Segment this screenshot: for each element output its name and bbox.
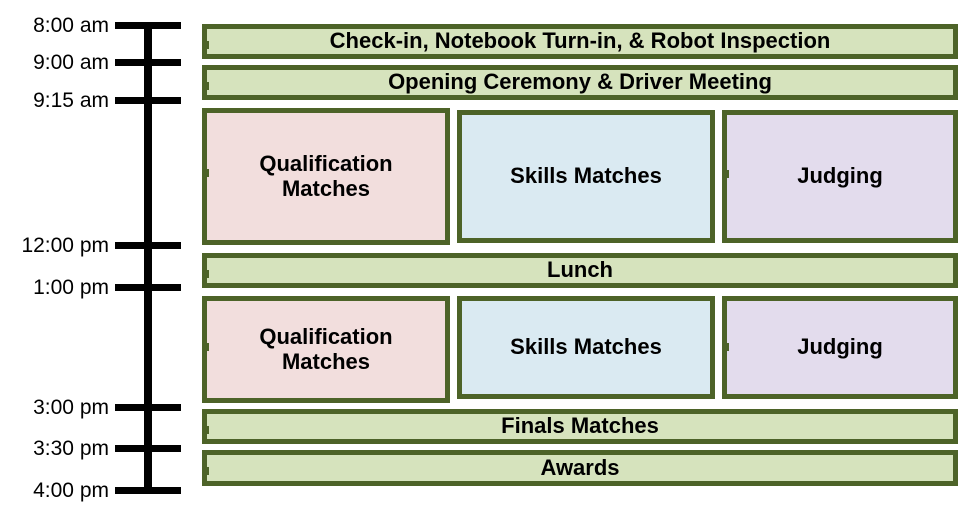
axis-tick-label: 12:00 pm [21,233,109,257]
block-edge-nub [207,270,209,278]
axis-tick-label: 1:00 pm [33,275,109,299]
axis-tick-label: 9:15 am [33,88,109,112]
axis-tick-mark [115,96,181,104]
schedule-block-label: Opening Ceremony & Driver Meeting [388,69,772,95]
schedule-block-afternoon-skills-matches[interactable]: Skills Matches [457,296,715,399]
axis-tick-mark [115,486,181,494]
axis-tick-label: 4:00 pm [33,478,109,502]
axis-tick-3-00-pm: 3:00 pm [0,395,200,419]
axis-tick-8-00-am: 8:00 am [0,13,200,37]
schedule-block-finals-matches[interactable]: Finals Matches [202,409,958,444]
block-edge-nub [727,343,729,351]
block-edge-nub [207,41,209,49]
block-edge-nub [207,343,209,351]
schedule-block-lunch[interactable]: Lunch [202,253,958,288]
axis-tick-mark [115,58,181,66]
schedule-block-opening-ceremony[interactable]: Opening Ceremony & Driver Meeting [202,65,958,100]
block-edge-nub [207,169,209,177]
schedule-block-morning-skills-matches[interactable]: Skills Matches [457,110,715,243]
schedule-block-morning-judging[interactable]: Judging [722,110,958,243]
time-axis: 8:00 am 9:00 am 9:15 am 12:00 pm 1:00 pm… [0,0,200,514]
schedule-block-morning-qualification-matches[interactable]: Qualification Matches [202,108,450,245]
schedule-block-afternoon-qualification-matches[interactable]: Qualification Matches [202,296,450,403]
block-edge-nub [727,170,729,178]
schedule-block-label: Lunch [547,257,613,283]
schedule-block-afternoon-judging[interactable]: Judging [722,296,958,399]
schedule-block-label: Awards [540,454,620,480]
schedule-block-label: Check-in, Notebook Turn-in, & Robot Insp… [329,28,831,54]
axis-tick-mark [115,283,181,291]
axis-tick-mark [115,444,181,452]
axis-tick-label: 3:00 pm [33,395,109,419]
schedule-block-awards[interactable]: Awards [202,450,958,486]
schedule-block-label: Qualification Matches [259,323,393,374]
axis-spine [144,23,152,493]
axis-tick-9-00-am: 9:00 am [0,50,200,74]
schedule-block-label: Finals Matches [501,413,659,439]
axis-tick-1-00-pm: 1:00 pm [0,275,200,299]
axis-tick-label: 8:00 am [33,13,109,37]
schedule-block-area: Check-in, Notebook Turn-in, & Robot Insp… [202,0,958,514]
axis-tick-9-15-am: 9:15 am [0,88,200,112]
axis-tick-3-30-pm: 3:30 pm [0,436,200,460]
block-edge-nub [207,82,209,90]
axis-tick-mark [115,21,181,29]
schedule-block-label: Judging [797,334,883,360]
axis-tick-label: 3:30 pm [33,436,109,460]
axis-tick-12-00-pm: 12:00 pm [0,233,200,257]
axis-tick-mark [115,403,181,411]
schedule-block-label: Skills Matches [510,334,662,360]
schedule-block-label: Qualification Matches [259,150,393,201]
axis-tick-mark [115,241,181,249]
schedule-block-label: Judging [797,163,883,189]
schedule-block-check-in[interactable]: Check-in, Notebook Turn-in, & Robot Insp… [202,24,958,59]
axis-tick-label: 9:00 am [33,50,109,74]
schedule-block-label: Skills Matches [510,163,662,189]
block-edge-nub [207,426,209,434]
axis-tick-4-00-pm: 4:00 pm [0,478,200,502]
block-edge-nub [207,467,209,475]
